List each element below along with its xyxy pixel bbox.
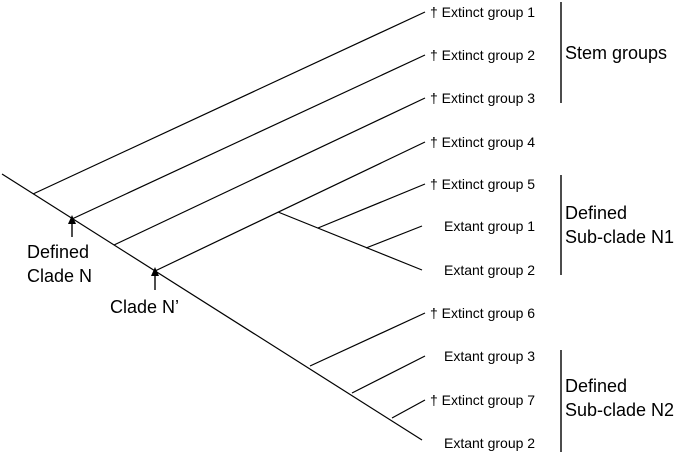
leaf-label: † Extinct group 2 — [430, 47, 535, 63]
branch-extinct-7 — [391, 399, 426, 419]
clade-n-prime-arrowhead — [151, 267, 159, 276]
clade-n-prime-label: Clade N’ — [110, 297, 179, 317]
leaf-label: Extant group 3 — [444, 348, 535, 364]
clade-n-arrowhead — [68, 215, 76, 224]
leaf-label: Extant group 1 — [444, 218, 535, 234]
leaf-label: † Extinct group 1 — [430, 4, 535, 20]
branch-extinct-3 — [113, 97, 426, 246]
subclade-n2-label-line2: Sub-clade N2 — [565, 400, 674, 420]
leaf-label: † Extinct group 7 — [430, 392, 535, 408]
subclade-n2-label-line1: Defined — [565, 376, 627, 396]
branch-extant-3 — [351, 355, 426, 394]
branch-extinct-2 — [71, 54, 426, 220]
leaf-label: Extant group 2 — [444, 262, 535, 278]
leaf-label: Extant group 2 — [444, 435, 535, 451]
branch-extinct-5 — [317, 183, 426, 229]
branch-extinct-4 — [154, 141, 426, 272]
subclade-n1-label-line1: Defined — [565, 203, 627, 223]
branch-extant-1 — [365, 225, 423, 249]
branch-extinct-1 — [32, 11, 426, 195]
leaf-label: † Extinct group 4 — [430, 134, 535, 150]
subclade-n1-label-line2: Sub-clade N1 — [565, 227, 674, 247]
leaf-label: † Extinct group 3 — [430, 90, 535, 106]
clade-n-label-line1: Defined — [27, 242, 89, 262]
leaf-label: † Extinct group 6 — [430, 305, 535, 321]
subclade-n1-lower — [277, 211, 423, 271]
leaf-label: † Extinct group 5 — [430, 176, 535, 192]
branch-extinct-6 — [309, 312, 426, 367]
stem-groups-label: Stem groups — [565, 43, 667, 63]
main-trunk — [1, 173, 423, 441]
clade-n-label-line2: Clade N — [27, 266, 92, 286]
